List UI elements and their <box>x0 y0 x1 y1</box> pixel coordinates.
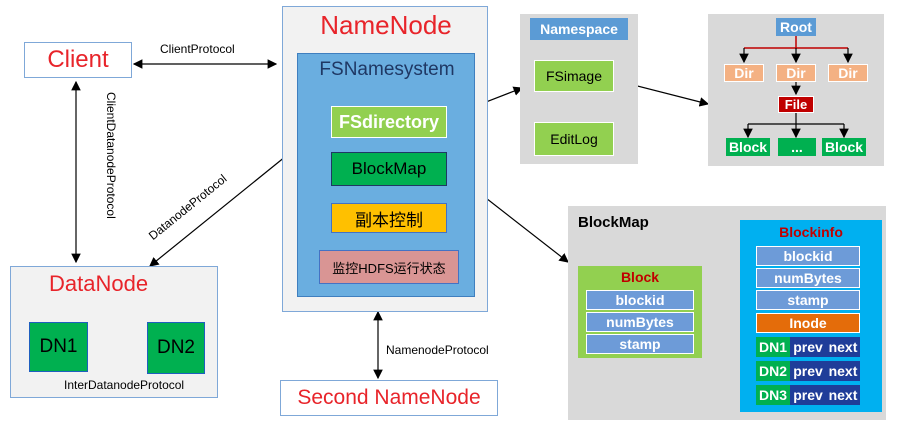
block-field-blockid: blockid <box>586 290 694 310</box>
fsdirectory-box: FSdirectory <box>331 106 447 138</box>
blockinfo-title: Blockinfo <box>779 224 843 240</box>
namenode-protocol-label: NamenodeProtocol <box>386 343 489 357</box>
dn-row-2-dn: DN2 <box>756 361 790 381</box>
tree-root: Root <box>776 18 816 36</box>
tree-block-3: Block <box>822 138 866 156</box>
blockinfo-inode: Inode <box>756 313 860 333</box>
dn-row-1-dn: DN1 <box>756 337 790 357</box>
dn-row-3-prev: prev <box>790 385 826 405</box>
blockinfo-field-numbytes: numBytes <box>756 268 860 288</box>
fsimage-box: FSimage <box>534 60 614 92</box>
fsnamesystem-label: FSNamesystem <box>319 59 455 80</box>
client-box: Client <box>24 42 132 78</box>
client-protocol-label: ClientProtocol <box>160 42 235 56</box>
dn2-box: DN2 <box>147 322 205 374</box>
namespace-title: Namespace <box>530 18 628 40</box>
tree-block-ellipsis: ... <box>778 138 816 156</box>
dn-row-1-prev: prev <box>790 337 826 357</box>
tree-dir-1: Dir <box>724 64 764 82</box>
editlog-box: EditLog <box>534 122 614 156</box>
block-field-stamp: stamp <box>586 334 694 354</box>
dn-row-1-next: next <box>826 337 860 357</box>
datanode-protocol-arrow <box>149 147 297 267</box>
monitor-box: 监控HDFS运行状态 <box>319 250 459 284</box>
dn-row-2-next: next <box>826 361 860 381</box>
tree-block-1: Block <box>726 138 770 156</box>
block-field-numbytes: numBytes <box>586 312 694 332</box>
dn-row-2-prev: prev <box>790 361 826 381</box>
replica-control-box: 副本控制 <box>331 203 447 233</box>
namenode-title: NameNode <box>320 9 452 40</box>
dn1-box: DN1 <box>29 322 88 372</box>
block-group-title: Block <box>620 269 660 285</box>
tree-dir-3: Dir <box>828 64 868 82</box>
tree-file: File <box>778 96 814 113</box>
blockmap-panel-title: BlockMap <box>578 214 649 231</box>
dn-row-3-next: next <box>826 385 860 405</box>
second-namenode-box: Second NameNode <box>280 380 498 416</box>
inter-datanode-protocol-label: InterDatanodeProtocol <box>64 378 185 392</box>
blockinfo-field-blockid: blockid <box>756 246 860 266</box>
client-label: Client <box>47 46 109 73</box>
datanode-box: DataNode <box>10 266 218 398</box>
blockmap-box: BlockMap <box>331 152 447 186</box>
blockinfo-field-stamp: stamp <box>756 290 860 310</box>
client-datanode-protocol-label: ClientDatanodeProtocol <box>104 92 118 219</box>
dn-row-3-dn: DN3 <box>756 385 790 405</box>
tree-dir-2: Dir <box>776 64 816 82</box>
datanode-title: DataNode <box>49 271 149 296</box>
